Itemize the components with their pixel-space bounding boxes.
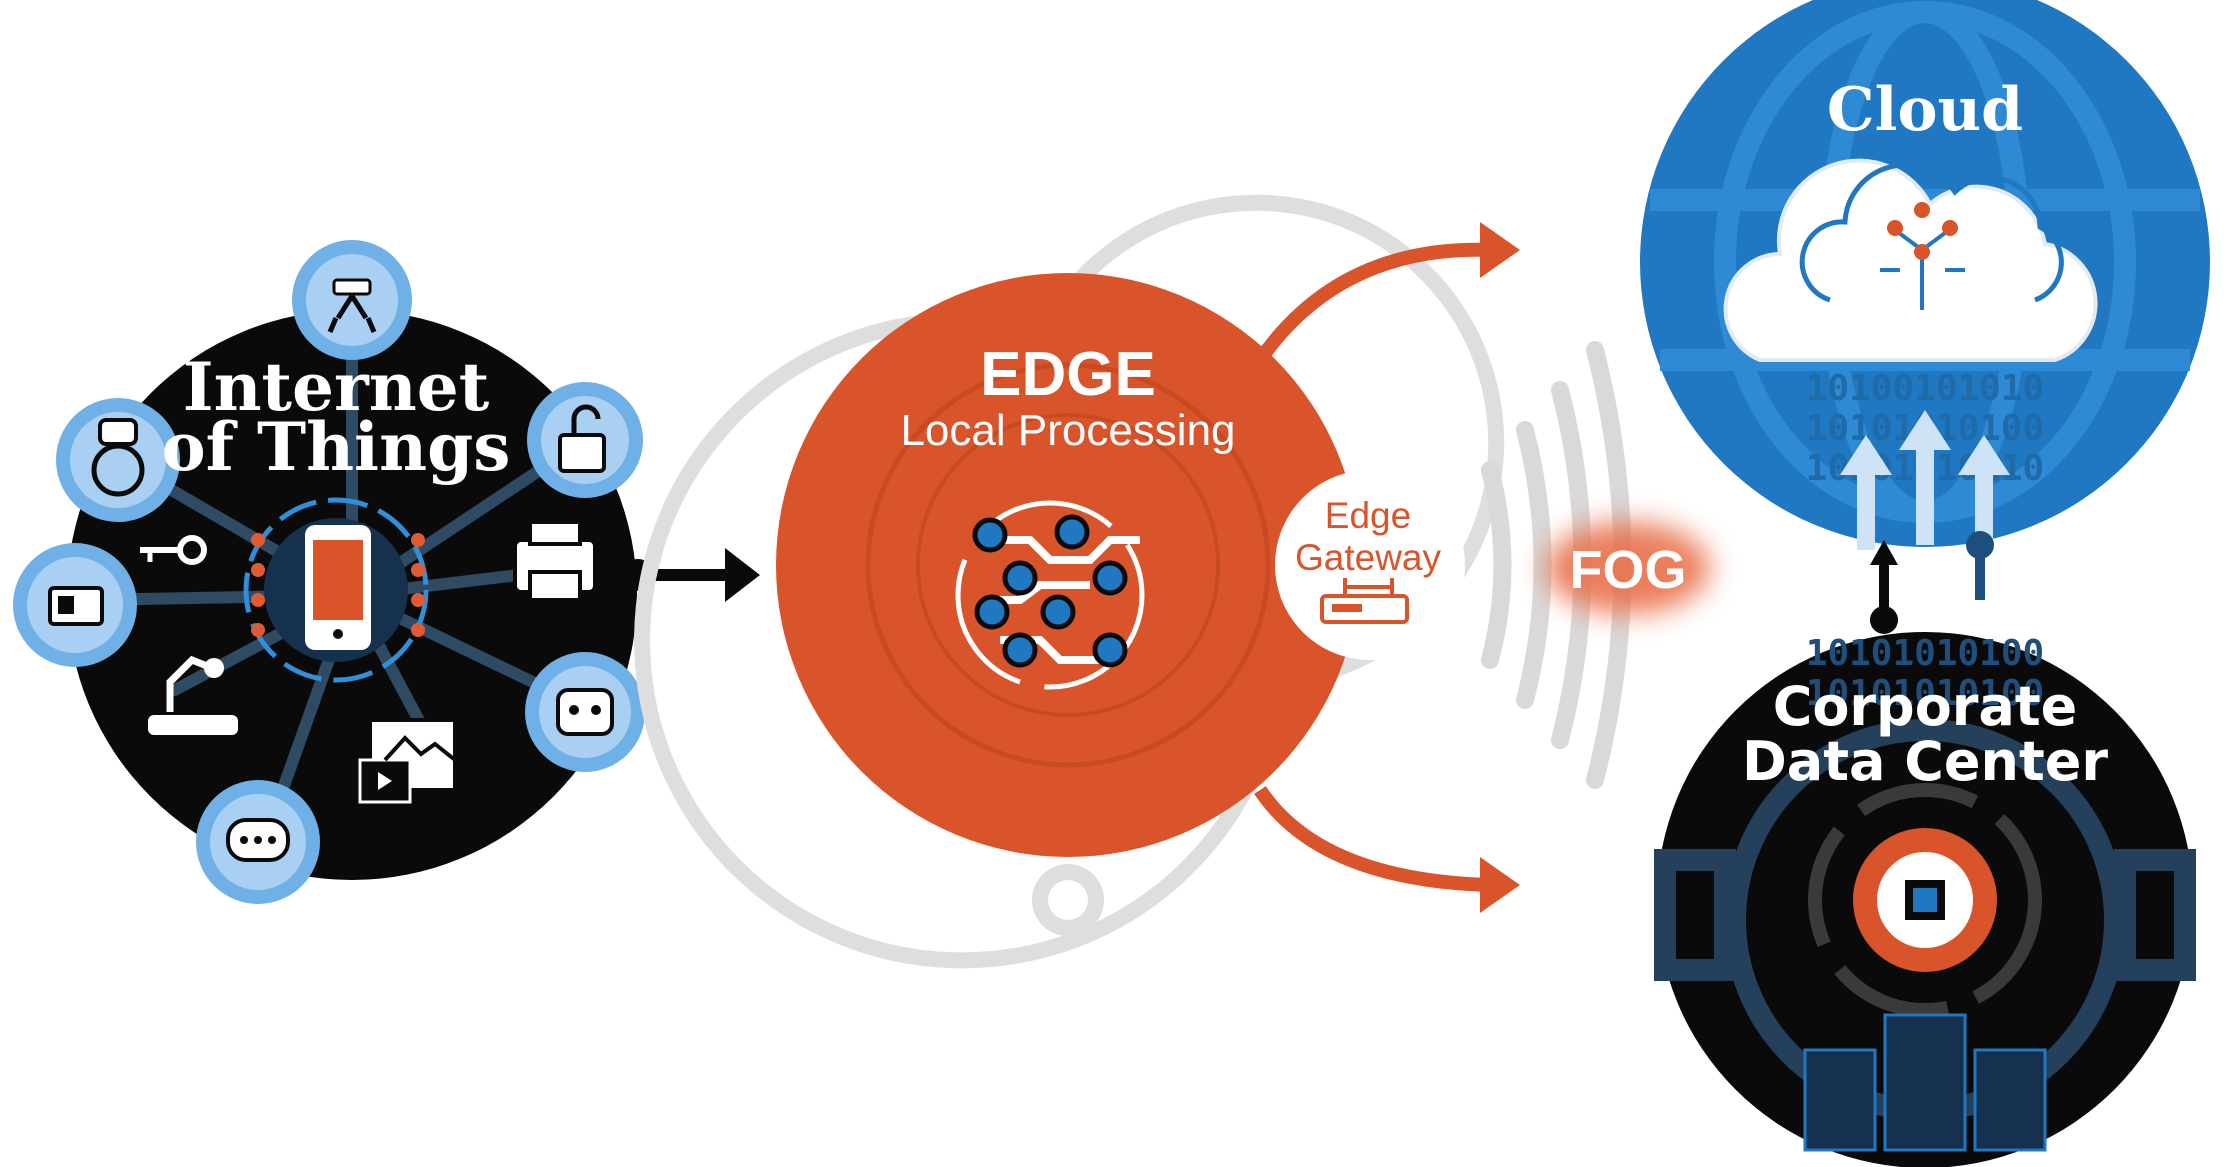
iot-title-line1: Internet [183, 348, 490, 426]
cloud-icon [1723, 158, 2098, 362]
cloud-title: Cloud [1827, 75, 2023, 145]
car-steering-icon [56, 398, 180, 522]
fog-text: FOG [1570, 540, 1687, 600]
chatbot-icon [525, 652, 645, 772]
server-rack-icon [1803, 1013, 2047, 1152]
edge-cluster: EDGE Local Processing [634, 194, 1520, 969]
datacenter-line2: Data Center [1742, 730, 2108, 793]
dc-binary-2: 10101010100 [1806, 673, 2044, 714]
gateway-line1: Edge [1325, 495, 1411, 536]
smartphone-icon [243, 497, 429, 683]
fog-label: FOG [1546, 522, 1710, 614]
dc-to-cloud-connector [1870, 531, 1994, 634]
cloud-cluster: 10100101010 10101010100 10101010110 Clou… [1640, 0, 2210, 550]
dc-binary-1: 10101010100 [1806, 633, 2044, 674]
media-icon [358, 718, 457, 804]
cloud-binary-1: 10100101010 [1806, 368, 2044, 409]
edge-circle [776, 273, 1360, 857]
datacenter-cluster: 10101010100 10101010100 Corporate Data C… [1640, 531, 2210, 1167]
edge-title: EDGE [980, 340, 1156, 409]
circuit-icon [955, 500, 1145, 690]
printer-icon [513, 520, 597, 602]
datacenter-line1: Corporate [1773, 675, 2078, 738]
padlock-icon [527, 382, 643, 498]
edge-subtitle: Local Processing [900, 406, 1235, 455]
control-panel-icon [13, 543, 137, 667]
gear-chip-icon [1808, 783, 2042, 1017]
chat-bubble-icon [196, 780, 320, 904]
router-icon [1320, 578, 1409, 624]
robot-arm-icon [292, 240, 412, 360]
key-icon [140, 535, 207, 565]
iot-cluster: Internet of Things [13, 240, 645, 904]
factory-robot-icon [148, 655, 238, 735]
upload-arrows [1840, 410, 2010, 550]
iot-title-line2: of Things [162, 408, 511, 486]
edge-gateway: Edge Gateway [1275, 470, 1465, 660]
gateway-line2: Gateway [1295, 537, 1442, 578]
